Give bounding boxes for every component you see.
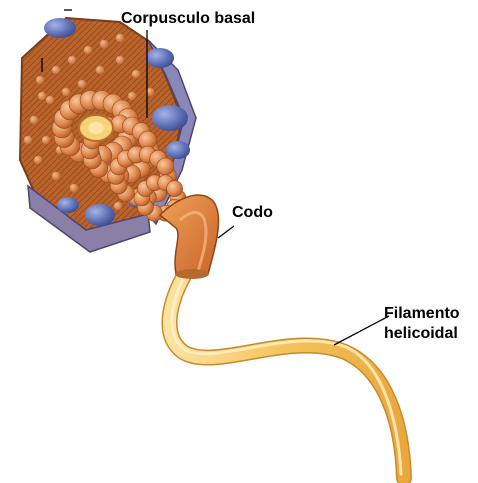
hook: [160, 195, 219, 279]
membrane-particle: [24, 136, 32, 144]
helical-filament: [169, 272, 404, 478]
membrane-particle: [38, 92, 46, 100]
membrane-particle: [116, 56, 124, 64]
membrane-particle: [34, 156, 42, 164]
membrane-particle: [70, 184, 78, 192]
membrane-particle: [114, 202, 122, 210]
basal-body-center: [79, 115, 113, 141]
filament-label-line2: helicoidal: [384, 324, 458, 343]
membrane-particle: [52, 66, 60, 74]
membrane-particle: [52, 172, 60, 180]
membrane-particle: [100, 40, 108, 48]
membrane-particle: [116, 34, 124, 42]
membrane-particle: [96, 66, 104, 74]
basal-body-label: Corpusculo basal: [121, 9, 255, 28]
ring-bead: [157, 158, 174, 175]
membrane-particle: [36, 76, 44, 84]
membrane-particle: [46, 96, 54, 104]
hook-label: Codo: [232, 203, 273, 222]
membrane-particle: [42, 136, 50, 144]
membrane-particle: [68, 56, 76, 64]
membrane-particle: [84, 46, 92, 54]
membrane-particle: [128, 92, 136, 100]
filament-label-line1: Filamento: [384, 304, 460, 323]
membrane-particle: [132, 70, 140, 78]
membrane-particle: [78, 80, 86, 88]
ring-bead: [167, 181, 183, 197]
membrane-particle: [62, 88, 70, 96]
membrane-particle: [30, 116, 38, 124]
